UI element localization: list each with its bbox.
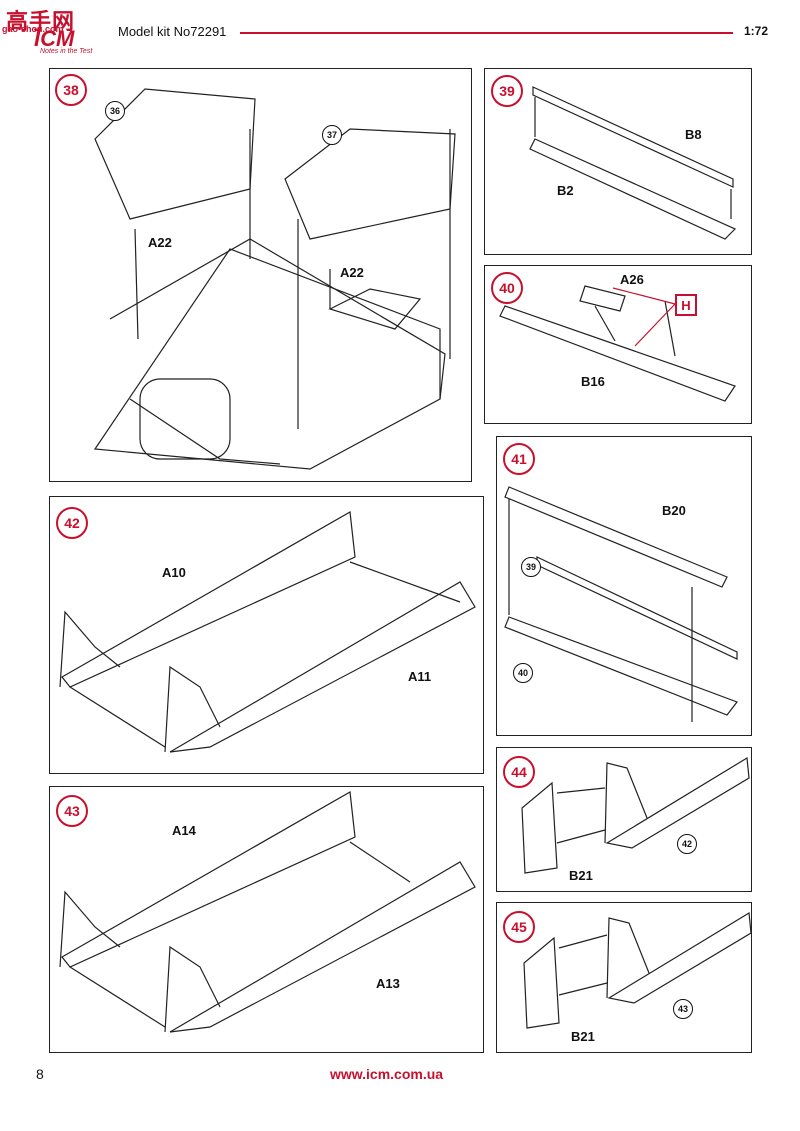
step-39-panel: 39 B8 B2 <box>484 68 752 255</box>
step-39-number: 39 <box>491 75 523 107</box>
step-45-part-1: B21 <box>571 1029 595 1044</box>
step-38-ref-1: 36 <box>105 101 125 121</box>
icm-logo: ICM <box>34 26 75 51</box>
step-41-ref-2: 40 <box>513 663 533 683</box>
website-link[interactable]: www.icm.com.ua <box>330 1066 444 1082</box>
step-43-drawing <box>59 791 476 1033</box>
scale-label: 1:72 <box>743 24 768 38</box>
step-44-drawing <box>521 756 750 874</box>
header-rule <box>240 32 733 34</box>
step-38-part-2: A22 <box>340 265 364 280</box>
step-45-ref-1: 43 <box>673 999 693 1019</box>
step-45-number: 45 <box>503 911 535 943</box>
step-42-drawing <box>59 511 476 753</box>
step-38-ref-2: 37 <box>322 125 342 145</box>
step-43-part-2: A13 <box>376 976 400 991</box>
step-43-part-1: A14 <box>172 823 196 838</box>
step-39-drawing <box>529 86 737 240</box>
step-44-ref-1: 42 <box>677 834 697 854</box>
step-40-drawing <box>499 285 736 402</box>
step-40-panel: 40 A26 H B16 <box>484 265 752 424</box>
step-38-drawing <box>93 88 456 470</box>
color-code-h: H <box>675 294 697 316</box>
step-42-panel: 42 A10 A11 <box>49 496 484 774</box>
step-39-part-1: B8 <box>685 127 702 142</box>
step-45-drawing <box>523 911 751 1029</box>
step-42-part-1: A10 <box>162 565 186 580</box>
step-39-part-2: B2 <box>557 183 574 198</box>
logo-url: gao-shou.com <box>2 24 64 34</box>
icm-tagline: Notes in the Test <box>40 48 93 55</box>
step-44-part-1: B21 <box>569 868 593 883</box>
step-38-panel: 38 36 37 A22 A22 <box>49 68 472 482</box>
step-41-part-1: B20 <box>662 503 686 518</box>
step-41-ref-1: 39 <box>521 557 541 577</box>
step-40-part-1: A26 <box>620 272 644 287</box>
kit-number: Model kit No72291 <box>118 24 227 39</box>
step-45-panel: 45 43 B21 <box>496 902 752 1053</box>
step-40-number: 40 <box>491 272 523 304</box>
step-44-panel: 44 42 B21 <box>496 747 752 892</box>
step-41-drawing <box>504 486 738 722</box>
step-41-number: 41 <box>503 443 535 475</box>
step-44-number: 44 <box>503 756 535 788</box>
step-43-number: 43 <box>56 795 88 827</box>
step-38-number: 38 <box>55 74 87 106</box>
step-40-part-2: B16 <box>581 374 605 389</box>
step-41-panel: 41 B20 39 40 <box>496 436 752 736</box>
step-38-part-1: A22 <box>148 235 172 250</box>
page-number: 8 <box>36 1066 44 1082</box>
step-43-panel: 43 A14 A13 <box>49 786 484 1053</box>
step-42-number: 42 <box>56 507 88 539</box>
step-42-part-2: A11 <box>408 669 432 684</box>
logo-cn: 高手网 <box>6 9 76 34</box>
